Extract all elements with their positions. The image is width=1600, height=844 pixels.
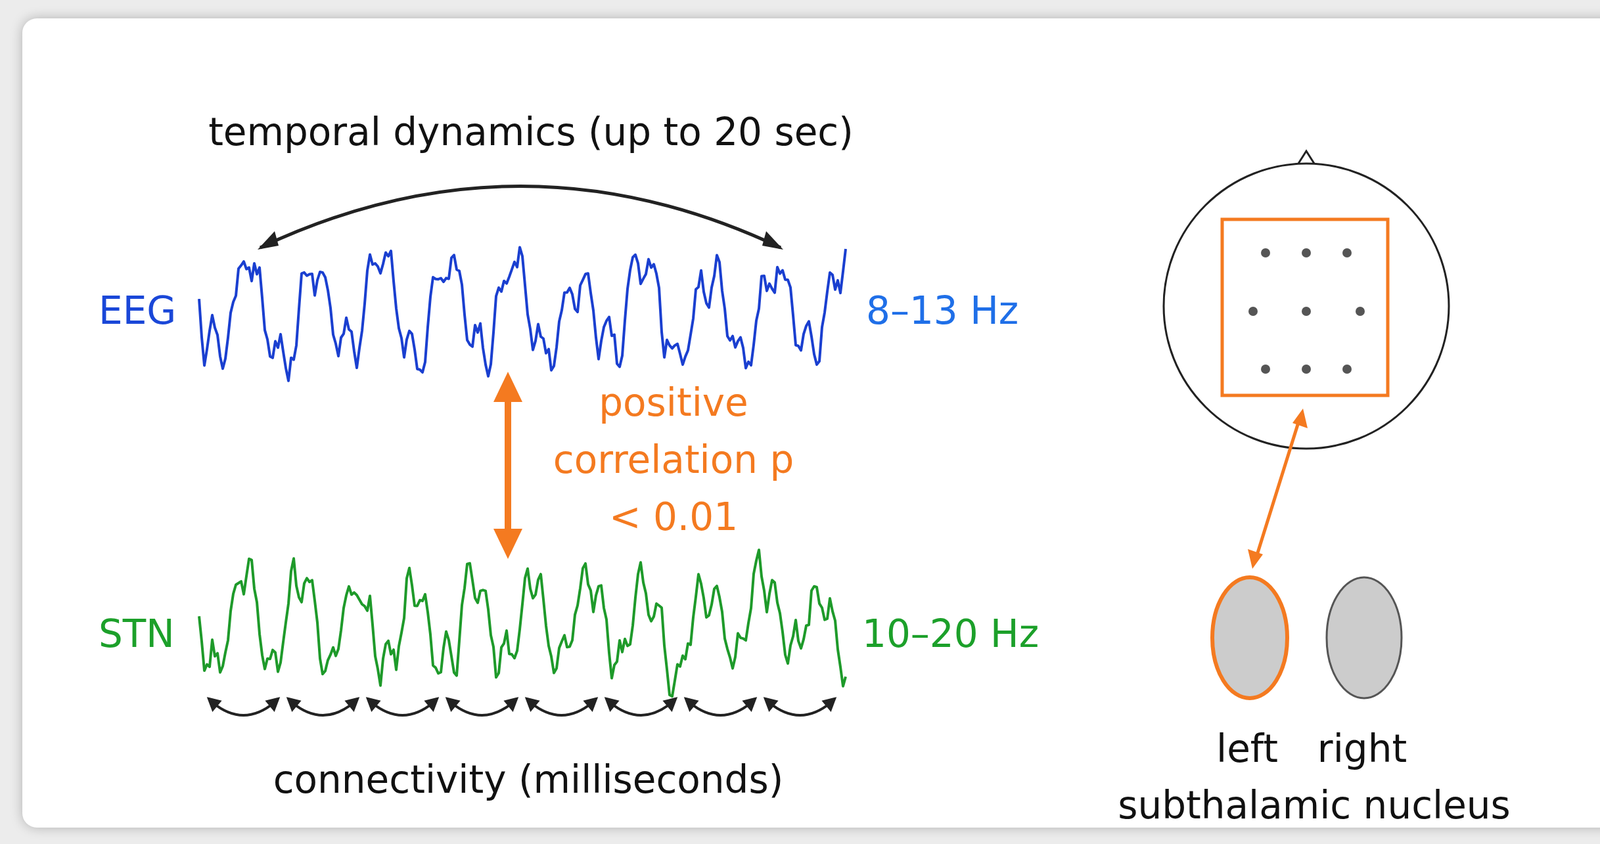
signal-name: STN: [98, 611, 175, 658]
connectivity-arcs: [208, 699, 835, 716]
annotation: connectivity (milliseconds): [273, 757, 784, 804]
frequency-band: 8–13 Hz: [866, 288, 1019, 335]
edge-label: positive correlation p < 0.01: [535, 374, 812, 547]
structure-label: subthalamic nucleus: [1117, 783, 1511, 830]
signal-row: STN 10–20 Hz: [98, 559, 1072, 698]
hemisphere-label: left: [1216, 726, 1279, 773]
hemisphere-label: right: [1317, 726, 1407, 773]
frequency-band: 10–20 Hz: [862, 611, 1039, 658]
stn-signal: [199, 549, 846, 697]
temporal-arc: [260, 186, 781, 249]
annotation: temporal dynamics (up to 20 sec): [208, 109, 854, 156]
signal-name: EEG: [98, 288, 177, 335]
eeg-signal: [199, 247, 846, 381]
head-illustration: [1163, 151, 1449, 699]
correlation-arrow: [493, 371, 523, 560]
signal-row: EEG 8–13 Hz: [98, 249, 1072, 372]
